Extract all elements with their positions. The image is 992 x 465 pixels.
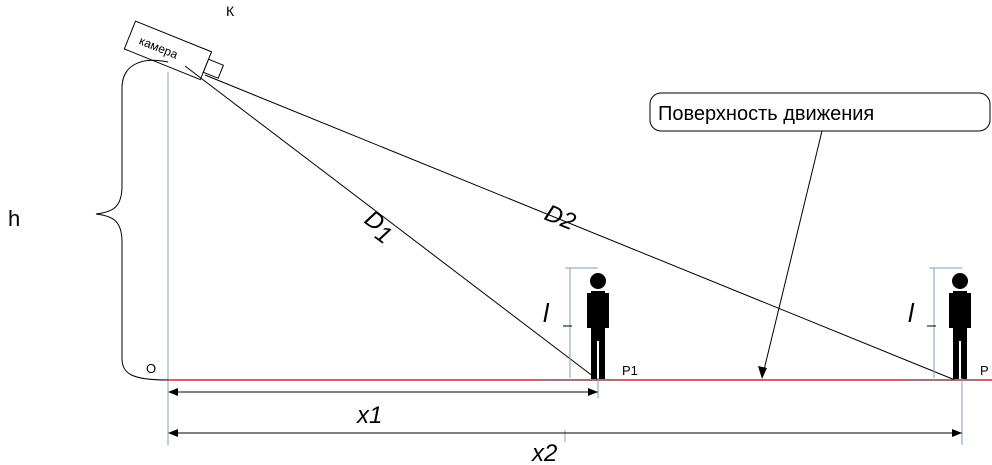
height-brace [95,59,169,381]
x1-dimension [168,378,599,398]
callout-arrowhead [758,366,767,379]
person-icon-2 [949,273,971,379]
person-height-marker-2 [927,267,962,378]
person-icon-1 [587,273,609,379]
callout-pointer [762,130,823,375]
height-label: h [8,206,20,231]
surface-callout-label: Поверхность движения [658,103,874,125]
ray-d1 [184,65,599,381]
person-height-label-2: l [908,298,915,328]
ray-d2 [204,74,956,381]
top-cut-label: К [226,3,235,19]
origin-label: O [146,361,156,376]
camera-icon: камера [123,20,225,81]
person-height-marker-1 [563,267,598,378]
surface-callout-box [649,92,991,132]
person-height-label-1: l [543,298,550,328]
x1-label: x1 [356,402,382,429]
d1-label: D1 [356,205,400,250]
x2-dimension [168,378,963,445]
p1-label: P1 [622,363,638,378]
p2-label: P [980,363,989,378]
x2-label: x2 [531,440,557,465]
d2-label: D2 [541,200,580,237]
